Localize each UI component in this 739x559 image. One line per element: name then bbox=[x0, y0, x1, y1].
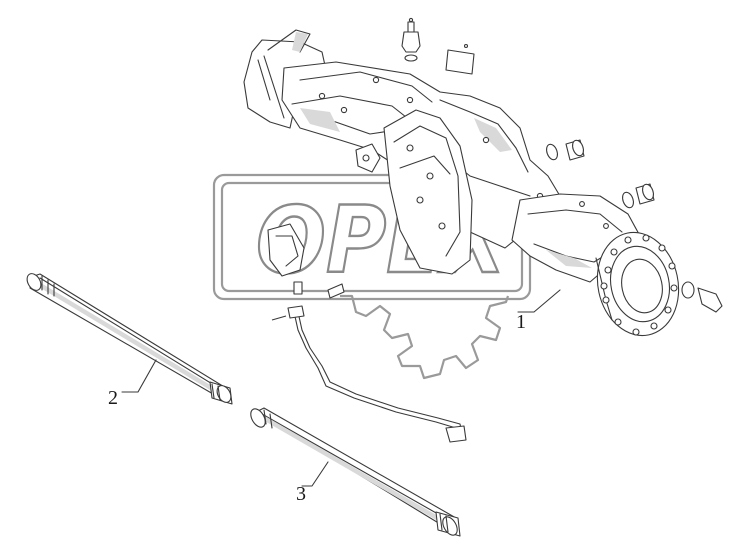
axle-shaft-long bbox=[26, 273, 233, 405]
drain-plug-lower bbox=[622, 183, 655, 209]
callout-2-label: 2 bbox=[108, 387, 118, 409]
end-washer-bolt bbox=[681, 281, 723, 313]
flange-bolt-circle bbox=[600, 234, 678, 336]
axle-housing bbox=[243, 29, 680, 337]
breather-fitting bbox=[401, 17, 421, 62]
callout-1: 1 bbox=[516, 289, 561, 333]
callout-3-label: 3 bbox=[296, 483, 306, 505]
callout-3: 3 bbox=[296, 461, 329, 505]
cover-plate bbox=[445, 43, 475, 75]
brake-pipe bbox=[271, 305, 467, 443]
callout-1-label: 1 bbox=[516, 311, 526, 333]
drain-plug-upper bbox=[546, 139, 585, 161]
callout-2: 2 bbox=[108, 359, 157, 409]
bracket-fittings bbox=[267, 223, 345, 299]
axle-shaft-short bbox=[250, 407, 461, 537]
